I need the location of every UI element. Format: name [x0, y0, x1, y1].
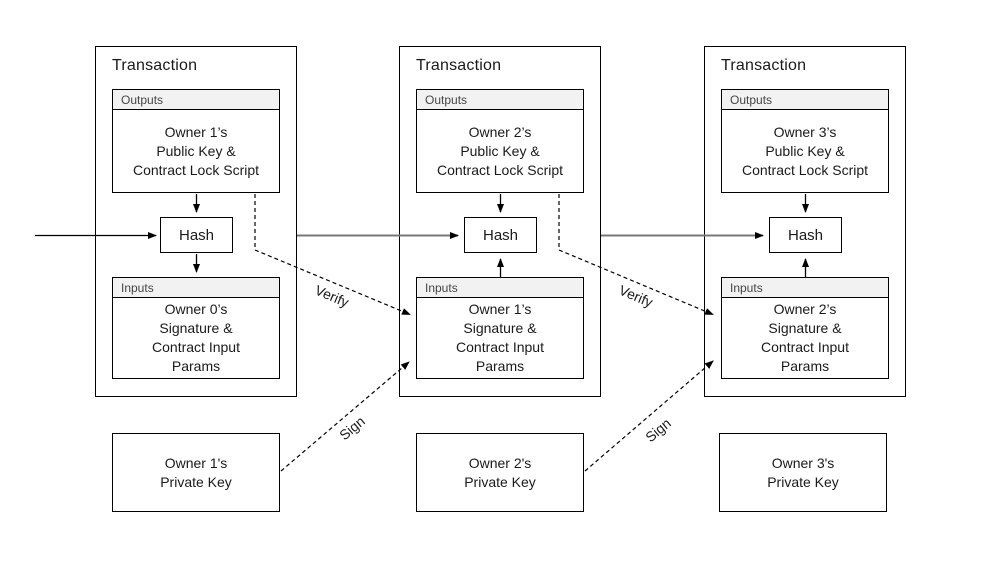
- sign-arrow-2: [584, 360, 714, 472]
- private-key-line: Private Key: [160, 473, 232, 490]
- inputs-line: Contract Input: [456, 339, 544, 355]
- inputs-label: Inputs: [121, 280, 154, 295]
- private-key-box-2: Owner 2's Private Key: [416, 433, 584, 512]
- inputs-line: Params: [171, 358, 221, 374]
- transaction-title: Transaction: [416, 57, 502, 74]
- private-key-line: Private Key: [767, 473, 839, 490]
- outputs-line: Public Key &: [765, 142, 845, 159]
- transaction-title: Transaction: [112, 57, 198, 74]
- verify-arrow-1: [254, 194, 411, 316]
- verify-arrow-2: [558, 194, 714, 316]
- inputs-label: Inputs: [730, 280, 763, 295]
- inputs-header: Inputs: [112, 277, 280, 298]
- hash-label: Hash: [178, 226, 215, 244]
- outputs-content: Owner 2’s Public Key & Contract Lock Scr…: [416, 109, 584, 193]
- inputs-label: Inputs: [425, 280, 458, 295]
- outputs-content: Owner 3’s Public Key & Contract Lock Scr…: [721, 109, 889, 193]
- outputs-line: Contract Lock Script: [436, 161, 564, 178]
- outputs-line: Contract Lock Script: [132, 161, 260, 178]
- transaction-box-2: Transaction Outputs Owner 2’s Public Key…: [399, 46, 601, 397]
- outputs-line: Public Key &: [156, 142, 236, 159]
- hash-label: Hash: [482, 226, 519, 244]
- inputs-content: Owner 2’s Signature & Contract Input Par…: [721, 297, 889, 379]
- inputs-line: Owner 2’s: [773, 301, 837, 317]
- private-key-line: Owner 1's: [164, 454, 228, 471]
- inputs-line: Owner 0’s: [164, 301, 228, 317]
- private-key-line: Owner 3's: [771, 454, 835, 471]
- transaction-box-1: Transaction Outputs Owner 1’s Public Key…: [95, 46, 297, 397]
- hash-box: Hash: [464, 217, 537, 253]
- hash-box: Hash: [160, 217, 233, 253]
- outputs-line: Public Key &: [460, 142, 540, 159]
- outputs-label: Outputs: [121, 92, 164, 107]
- inputs-content: Owner 0’s Signature & Contract Input Par…: [112, 297, 280, 379]
- inputs-line: Signature &: [463, 320, 537, 336]
- outputs-content: Owner 1’s Public Key & Contract Lock Scr…: [112, 109, 280, 193]
- private-key-line: Private Key: [464, 473, 536, 490]
- inputs-line: Signature &: [159, 320, 233, 336]
- outputs-header: Outputs: [416, 89, 584, 110]
- private-key-box-3: Owner 3's Private Key: [719, 433, 887, 512]
- inputs-line: Params: [780, 358, 830, 374]
- outputs-line: Contract Lock Script: [741, 161, 869, 178]
- outputs-line: Owner 3’s: [773, 123, 837, 140]
- private-key-line: Owner 2's: [468, 454, 532, 471]
- inputs-line: Contract Input: [761, 339, 849, 355]
- inputs-line: Contract Input: [152, 339, 240, 355]
- outputs-label: Outputs: [425, 92, 468, 107]
- outputs-line: Owner 2’s: [468, 123, 532, 140]
- outputs-line: Owner 1’s: [164, 123, 228, 140]
- inputs-line: Signature &: [768, 320, 842, 336]
- transaction-title: Transaction: [721, 57, 807, 74]
- sign-arrow-1: [280, 361, 410, 472]
- inputs-content: Owner 1’s Signature & Contract Input Par…: [416, 297, 584, 379]
- private-key-box-1: Owner 1's Private Key: [112, 433, 280, 512]
- outputs-label: Outputs: [730, 92, 773, 107]
- inputs-line: Owner 1’s: [468, 301, 532, 317]
- inputs-line: Params: [475, 358, 525, 374]
- hash-label: Hash: [787, 226, 824, 244]
- transaction-box-3: Transaction Outputs Owner 3’s Public Key…: [704, 46, 906, 397]
- hash-box: Hash: [769, 217, 842, 253]
